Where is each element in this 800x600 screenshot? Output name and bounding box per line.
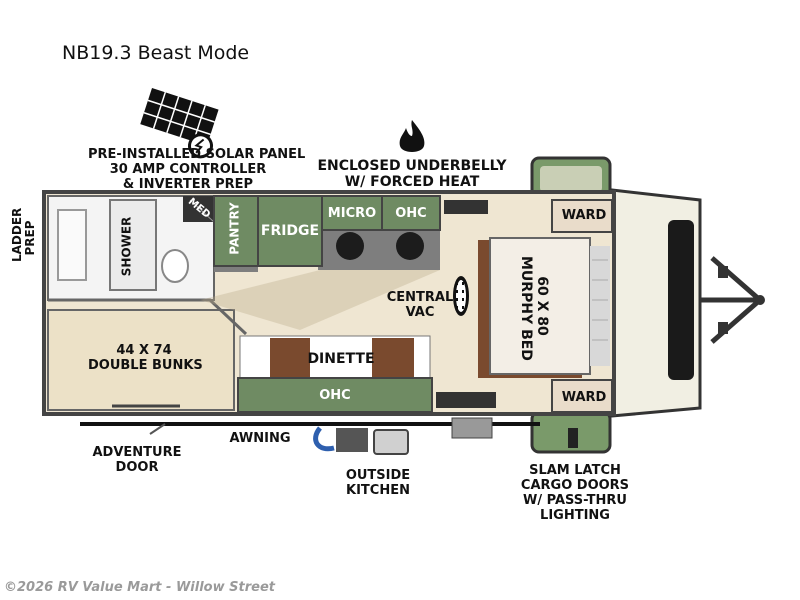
bunks-line-2: DOUBLE BUNKS bbox=[88, 358, 203, 373]
dinette bbox=[237, 335, 496, 413]
ward-bottom-label: WARD bbox=[561, 390, 607, 405]
cargo-doors-line-2: CARGO DOORS bbox=[520, 478, 630, 493]
adventure-door-line-1: ADVENTURE bbox=[92, 445, 182, 460]
wardrobe-top bbox=[551, 199, 613, 233]
footprint-icon bbox=[453, 276, 469, 316]
underbelly-line-2: W/ FORCED HEAT bbox=[344, 174, 480, 190]
outside-kitchen-callout: OUTSIDE KITCHEN bbox=[330, 468, 426, 498]
dinette-label: DINETTE bbox=[307, 351, 375, 367]
adventure-door-line-2: DOOR bbox=[115, 460, 159, 475]
murphy-bed-line-2: MURPHY BED bbox=[518, 256, 534, 361]
solar-panel-icon bbox=[140, 88, 219, 159]
solar-callout-line-3: & INVERTER PREP bbox=[122, 177, 254, 192]
murphy-bed bbox=[478, 237, 610, 378]
cargo-doors-line-1: SLAM LATCH bbox=[529, 463, 621, 478]
murphy-bed-line-1: 60 X 80 bbox=[534, 276, 550, 336]
ladder-prep-callout: LADDER PREP bbox=[10, 208, 37, 262]
solar-callout-line-1: PRE-INSTALLED SOLAR PANEL bbox=[88, 147, 306, 162]
cargo-doors-line-3: W/ PASS-THRU bbox=[523, 493, 627, 508]
underbelly-line-1: ENCLOSED UNDERBELLY bbox=[317, 158, 507, 174]
ward-top-label: WARD bbox=[561, 208, 607, 223]
central-vac-label: CENTRAL VAC bbox=[384, 290, 456, 320]
outside-kitchen-line-2: KITCHEN bbox=[346, 483, 410, 498]
central-vac-line-1: CENTRAL bbox=[386, 290, 454, 305]
outside-kitchen-fixtures bbox=[313, 417, 493, 455]
ohc-top-label: OHC bbox=[395, 206, 427, 221]
underbelly-callout: ENCLOSED UNDERBELLY W/ FORCED HEAT bbox=[312, 158, 512, 190]
bunks-label: 44 X 74 DOUBLE BUNKS bbox=[88, 343, 203, 373]
awning-callout: AWNING bbox=[229, 431, 291, 446]
fridge-label: FRIDGE bbox=[260, 223, 320, 239]
kitchen bbox=[213, 195, 488, 272]
shower-label: SHOWER bbox=[119, 216, 134, 277]
wardrobe-bottom bbox=[551, 379, 613, 413]
bunks-room bbox=[47, 309, 235, 411]
pantry-label: PANTRY bbox=[227, 202, 242, 255]
bunks-line-1: 44 X 74 bbox=[116, 343, 172, 358]
flame-icon bbox=[399, 120, 425, 152]
cargo-doors-line-4: LIGHTING bbox=[540, 508, 610, 523]
bathroom bbox=[47, 195, 215, 301]
murphy-bed-label: 60 X 80 MURPHY BED bbox=[518, 256, 550, 361]
hitch bbox=[700, 256, 765, 344]
ohc-bottom-label: OHC bbox=[319, 388, 351, 403]
central-vac-line-2: VAC bbox=[405, 305, 435, 320]
floorplan-title: NB19.3 Beast Mode bbox=[62, 42, 250, 64]
front-cap bbox=[610, 188, 702, 418]
solar-callout: PRE-INSTALLED SOLAR PANEL 30 AMP CONTROL… bbox=[88, 147, 306, 192]
watermark: ©2026 RV Value Mart - Willow Street bbox=[4, 580, 275, 595]
micro-label: MICRO bbox=[327, 206, 377, 221]
ladder-line-2: PREP bbox=[23, 220, 37, 256]
cargo-doors-callout: SLAM LATCH CARGO DOORS W/ PASS-THRU LIGH… bbox=[515, 463, 635, 523]
solar-callout-line-2: 30 AMP CONTROLLER bbox=[109, 162, 267, 177]
adventure-door-callout: ADVENTURE DOOR bbox=[82, 445, 192, 475]
outside-kitchen-line-1: OUTSIDE bbox=[345, 468, 411, 483]
